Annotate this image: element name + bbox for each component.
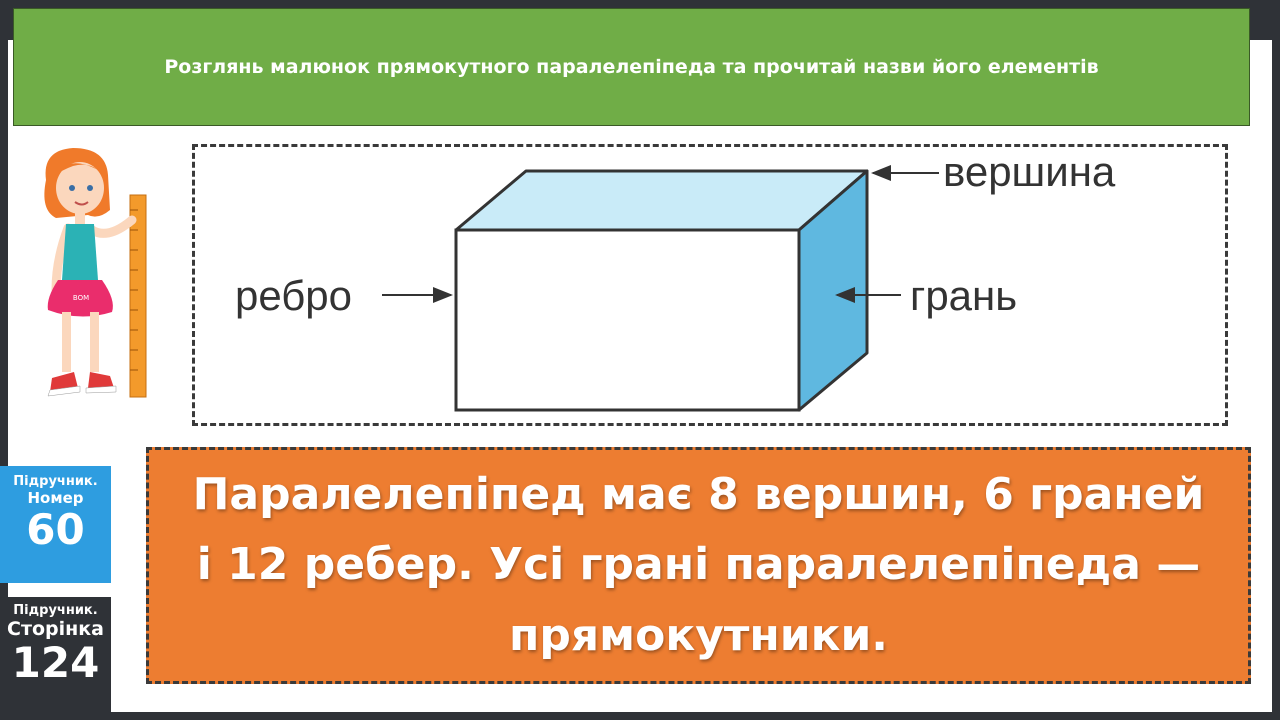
textbook-page-badge: Підручник. Сторінка 124 [0, 597, 111, 715]
edge-label: ребро [235, 272, 353, 319]
badge-page-value: 124 [11, 638, 100, 687]
fact-box: Паралелепіпед має 8 вершин, 6 граней і 1… [146, 447, 1251, 684]
fact-text: Паралелепіпед має 8 вершин, 6 граней і 1… [192, 468, 1205, 661]
badge-page-label: Сторінка [7, 618, 104, 640]
task-title: Розглянь малюнок прямокутного паралелепі… [164, 56, 1099, 78]
badge-number-label: Номер [27, 489, 84, 507]
figure-frame: вершина ребро грань [192, 144, 1228, 426]
box-diagram [382, 165, 939, 412]
textbook-number-badge: Підручник. Номер 60 [0, 466, 111, 583]
front-face [454, 228, 801, 412]
vertex-label: вершина [943, 148, 1116, 195]
svg-text:ВОМ: ВОМ [73, 294, 89, 302]
top-face [454, 169, 869, 232]
girl-with-ruler-illustration: ВОМ [44, 148, 147, 398]
badge-number-caption: Підручник. [13, 474, 98, 489]
face-label: грань [910, 272, 1018, 319]
task-header: Розглянь малюнок прямокутного паралелепі… [13, 8, 1250, 126]
badge-number-value: 60 [26, 505, 85, 554]
badge-page-caption: Підручник. [13, 603, 98, 618]
